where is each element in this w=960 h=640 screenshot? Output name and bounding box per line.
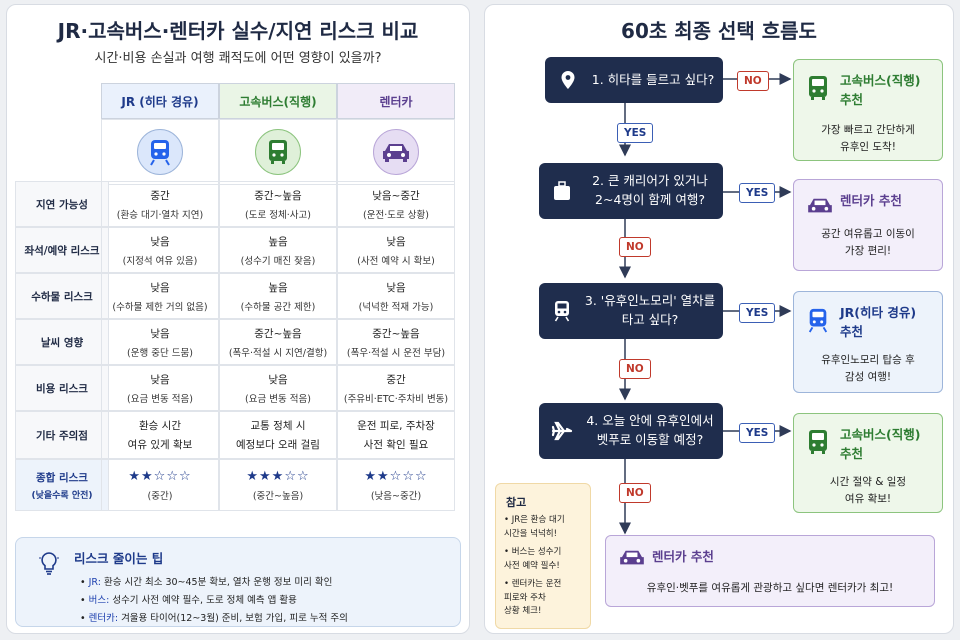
table-cell: 중간~높음(도로 정체·사고) — [219, 181, 337, 227]
bus-icon — [806, 74, 830, 106]
column-header-bus: 고속버스(직행) — [219, 83, 337, 119]
note-title: 참고 — [506, 496, 527, 509]
tip-item: • JR: 환승 시간 최소 30~45분 확보, 열차 운행 정보 미리 확인 — [80, 577, 333, 588]
lightbulb-icon — [38, 550, 60, 580]
table-cell: 낮음(요금 변동 적음) — [219, 365, 337, 411]
flowchart-panel: 60초 최종 선택 흐름도 1. 히타를 들르고 싶다? 2. 큰 캐리어가 있… — [484, 4, 954, 634]
table-cell: 높음(성수기 매진 잦음) — [219, 227, 337, 273]
train-icon — [547, 300, 577, 322]
table-cell: 낮음(넉넉한 적재 가능) — [337, 273, 455, 319]
jr-icon-cell — [101, 119, 219, 185]
tip-item: • 버스: 성수기 사전 예약 필수, 도로 정체 예측 앱 활용 — [80, 595, 297, 606]
no-label: NO — [619, 359, 651, 379]
result-bus-2: 고속버스(직행) 추천 시간 절약 & 일정 여유 확보! — [793, 413, 943, 513]
note-item: • 버스는 성수기 사전 예약 필수! — [504, 547, 562, 571]
table-cell: 중간~높음(폭우·적설 시 운전 부담) — [337, 319, 455, 365]
bus-icon — [806, 428, 830, 460]
result-rentacar-1: 렌터카 추천 공간 여유롭고 이동이 가장 편리! — [793, 179, 943, 271]
row-label-weather: 날씨 영향 — [15, 319, 109, 365]
table-cell: 중간~높음(폭우·적설 시 지연/결항) — [219, 319, 337, 365]
bus-icon-cell — [219, 119, 337, 185]
tip-item: • 렌터카: 겨울용 타이어(12~3월) 준비, 보험 가입, 피로 누적 주… — [80, 613, 348, 624]
total-rating-rentacar: ★★☆☆☆(낮음~중간) — [337, 459, 455, 511]
row-label-cost: 비용 리스크 — [15, 365, 109, 411]
table-cell: 높음(수하물 공간 제한) — [219, 273, 337, 319]
tips-title: 리스크 줄이는 팁 — [74, 551, 164, 566]
result-bus-1: 고속버스(직행) 추천 가장 빠르고 간단하게 유후인 도착! — [793, 59, 943, 161]
airplane-icon — [547, 420, 577, 442]
row-label-delay: 지연 가능성 — [15, 181, 109, 227]
flowchart-title: 60초 최종 선택 흐름도 — [621, 19, 817, 43]
row-label-other: 기타 주의점 — [15, 411, 109, 459]
train-icon — [137, 129, 183, 175]
comparison-panel: JR·고속버스·렌터카 실수/지연 리스크 비교 시간·비용 손실과 여행 쾌적… — [6, 4, 470, 634]
table-cell: 낮음(사전 예약 시 확보) — [337, 227, 455, 273]
location-pin-icon — [553, 70, 583, 90]
train-icon — [806, 306, 830, 338]
table-cell: 중간(환승 대기·열차 지연) — [101, 181, 219, 227]
question-4: 4. 오늘 안에 유후인에서 벳푸로 이동할 예정? — [539, 403, 723, 459]
yes-label: YES — [739, 303, 776, 323]
page-subtitle: 시간·비용 손실과 여행 쾌적도에 어떤 영향이 있을까? — [94, 51, 382, 66]
no-label: NO — [619, 483, 651, 503]
note-item: • 렌터카는 운전 피로와 주차 상황 체크! — [504, 579, 562, 617]
row-label-luggage: 수하물 리스크 — [15, 273, 109, 319]
table-cell: 중간(주유비·ETC·주차비 변동) — [337, 365, 455, 411]
table-cell: 낮음(운행 중단 드뭄) — [101, 319, 219, 365]
column-header-rentacar: 렌터카 — [337, 83, 455, 119]
no-label: NO — [619, 237, 651, 257]
table-cell: 낮음(지정석 여유 있음) — [101, 227, 219, 273]
yes-label: YES — [617, 123, 654, 143]
row-label-seat: 좌석/예약 리스크 — [15, 227, 109, 273]
result-rentacar-final: 렌터카 추천 유후인·벳푸를 여유롭게 관광하고 싶다면 렌터카가 최고! — [605, 535, 935, 607]
no-label: NO — [737, 71, 769, 91]
tips-box: 리스크 줄이는 팁 • JR: 환승 시간 최소 30~45분 확보, 열차 운… — [15, 537, 461, 627]
table-cell: 낮음(요금 변동 적음) — [101, 365, 219, 411]
row-label-total: 종합 리스크 (낮을수록 안전) — [15, 459, 109, 511]
yes-label: YES — [739, 183, 776, 203]
table-cell: 낮음~중간(운전·도로 상황) — [337, 181, 455, 227]
column-header-jr: JR (히타 경유) — [101, 83, 219, 119]
table-cell: 낮음(수하물 제한 거의 없음) — [101, 273, 219, 319]
car-icon — [806, 196, 834, 220]
question-1: 1. 히타를 들르고 싶다? — [545, 57, 723, 103]
yes-label: YES — [739, 423, 776, 443]
page-title: JR·고속버스·렌터카 실수/지연 리스크 비교 — [57, 19, 419, 43]
note-box: 참고 • JR은 환승 대기 시간을 넉넉히! • 버스는 성수기 사전 예약 … — [495, 483, 591, 629]
total-rating-bus: ★★★☆☆(중간~높음) — [219, 459, 337, 511]
question-2: 2. 큰 캐리어가 있거나 2~4명이 함께 여행? — [539, 163, 723, 219]
car-icon-cell — [337, 119, 455, 185]
car-icon — [373, 129, 419, 175]
suitcase-icon — [547, 181, 577, 201]
car-icon — [618, 548, 646, 572]
question-3: 3. '유후인노모리' 열차를 타고 싶다? — [539, 283, 723, 339]
result-jr: JR(히타 경유) 추천 유후인노모리 탑승 후 감성 여행! — [793, 291, 943, 393]
bus-icon — [255, 129, 301, 175]
total-rating-jr: ★★☆☆☆(중간) — [101, 459, 219, 511]
note-item: • JR은 환승 대기 시간을 넉넉히! — [504, 515, 565, 539]
